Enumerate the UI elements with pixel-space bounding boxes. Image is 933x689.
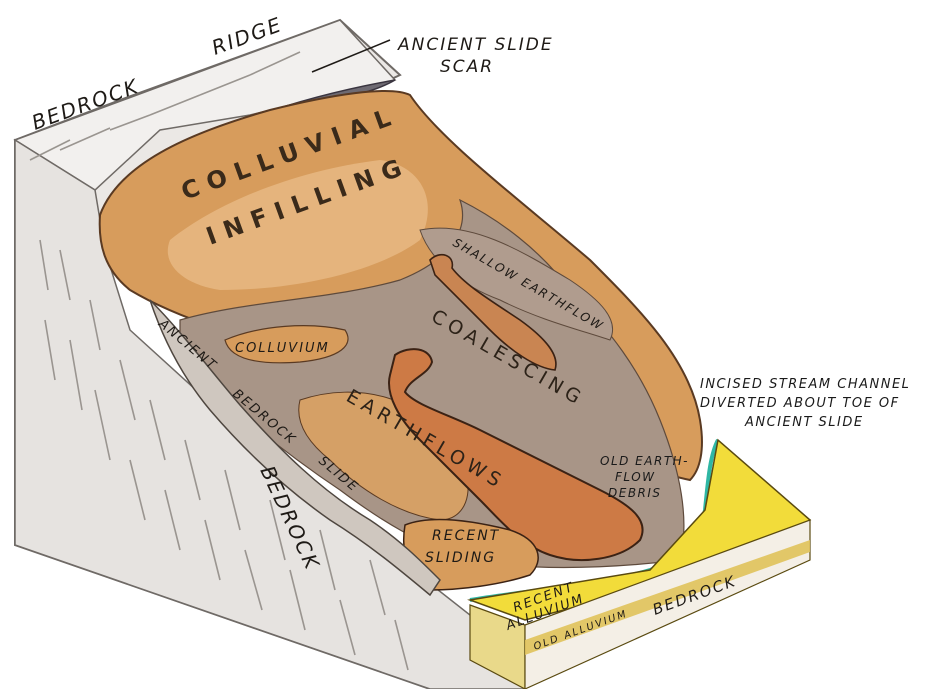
old-earthflow-label-line3: DEBRIS xyxy=(608,486,662,500)
recent-sliding-label-line1: RECENT xyxy=(432,528,500,544)
old-earthflow-label-line1: OLD EARTH- xyxy=(600,454,689,468)
incised-stream-label-line1: INCISED STREAM CHANNEL xyxy=(700,377,910,392)
incised-stream-label-line3: ANCIENT SLIDE xyxy=(744,415,864,430)
incised-stream-label-line2: DIVERTED ABOUT TOE OF xyxy=(700,396,900,411)
recent-sliding-label-line2: SLIDING xyxy=(425,550,496,566)
ancient-slide-scar-label-line2: SCAR xyxy=(440,57,494,77)
colluvium-label: COLLUVIUM xyxy=(235,341,330,356)
old-earthflow-label-line2: FLOW xyxy=(615,470,656,484)
ancient-slide-scar-label-line1: ANCIENT SLIDE xyxy=(397,35,554,55)
